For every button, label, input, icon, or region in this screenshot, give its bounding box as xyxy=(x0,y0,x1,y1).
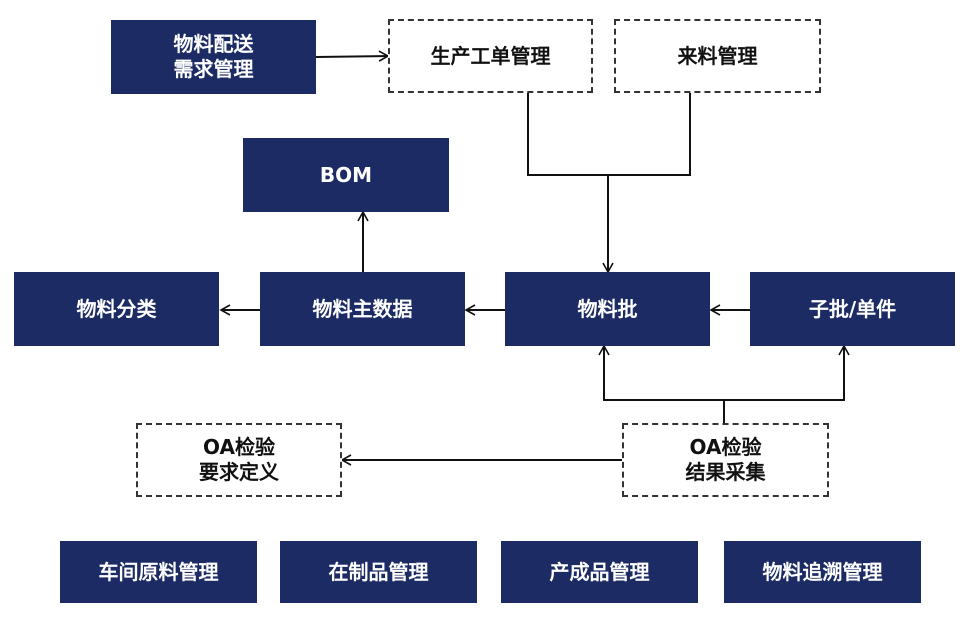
edge-oaresult-to-batch xyxy=(598,344,724,401)
node-sub-batch: 子批/单件 xyxy=(750,272,955,346)
node-finished-goods: 产成品管理 xyxy=(501,541,698,603)
node-oa-requirement: OA检验 要求定义 xyxy=(136,423,342,497)
edge-oaresult-to-subbatch xyxy=(724,344,850,401)
node-master-data: 物料主数据 xyxy=(260,272,465,346)
edge-workorder-incoming-merge xyxy=(527,93,691,176)
node-demand: 物料配送 需求管理 xyxy=(111,20,316,94)
node-incoming: 来料管理 xyxy=(614,19,821,93)
edge-demand-to-workorder xyxy=(315,50,390,62)
node-oa-result: OA检验 结果采集 xyxy=(622,423,829,497)
node-work-order: 生产工单管理 xyxy=(388,19,593,93)
node-traceability: 物料追溯管理 xyxy=(724,541,921,603)
node-wip: 在制品管理 xyxy=(280,541,477,603)
node-bom: BOM xyxy=(243,138,449,212)
node-category: 物料分类 xyxy=(14,272,219,346)
node-batch: 物料批 xyxy=(505,272,710,346)
node-workshop-material: 车间原料管理 xyxy=(60,541,257,603)
